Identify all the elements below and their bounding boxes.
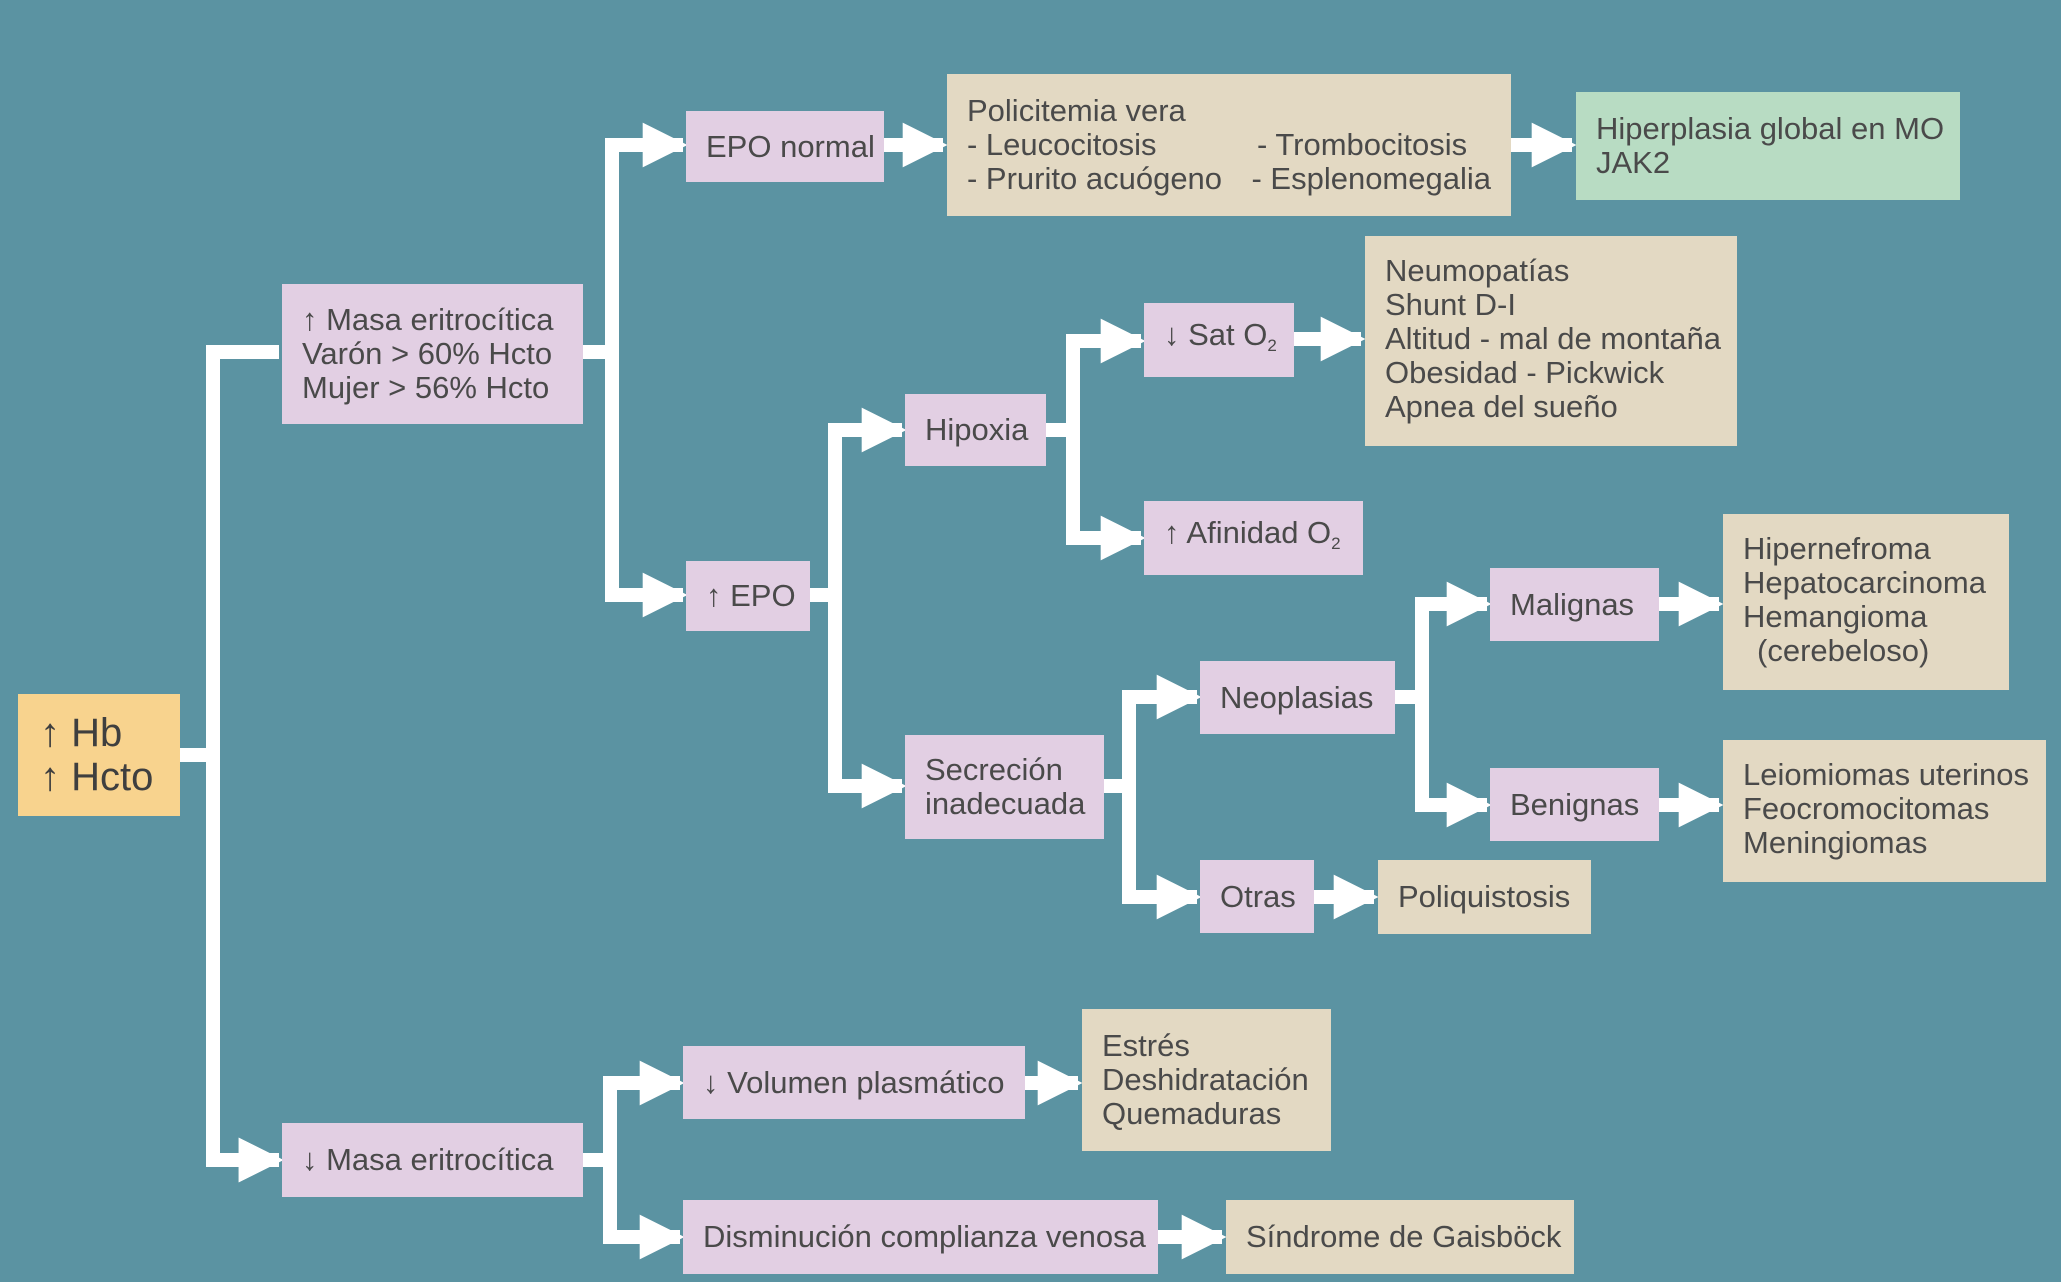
hcto-label: ↑ Hcto	[40, 755, 154, 799]
gaisbock-label: Síndrome de Gaisböck	[1246, 1219, 1562, 1254]
masa-eritrocitica-up-box: ↑ Masa eritrocítica Varón > 60% Hcto Muj…	[282, 284, 583, 424]
policitemia-vera-box: Policitemia vera - Leucocitosis - Trombo…	[947, 74, 1511, 216]
masa-down-label: ↓ Masa eritrocítica	[302, 1142, 554, 1177]
connector-epo-up	[810, 407, 907, 602]
epo-up-label: ↑ EPO	[706, 578, 796, 613]
policitemia-item: - Trombocitosis	[1257, 127, 1468, 162]
hiperplasia-box: Hiperplasia global en MO JAK2	[1576, 92, 1960, 200]
benignas-box: Benignas	[1490, 768, 1659, 841]
neumopatias-item: Apnea del sueño	[1385, 389, 1618, 424]
benignas-item: Meningiomas	[1743, 825, 1928, 860]
neoplasias-label: Neoplasias	[1220, 679, 1374, 715]
otras-label: Otras	[1220, 878, 1296, 914]
epo-normal-label: EPO normal	[706, 128, 875, 164]
masa-eritrocitica-down-box: ↓ Masa eritrocítica	[282, 1123, 583, 1197]
hb-label: ↑ Hb	[40, 711, 123, 755]
volumen-item: Deshidratación	[1102, 1062, 1309, 1097]
benignas-label: Benignas	[1510, 786, 1640, 822]
malignas-box: Malignas	[1490, 568, 1659, 641]
secrecion-inadecuada-box: Secreción inadecuada	[905, 735, 1104, 839]
policitemia-title: Policitemia vera	[967, 93, 1186, 128]
secrecion-label: Secreción	[925, 752, 1063, 787]
neumopatias-item: Altitud - mal de montaña	[1385, 321, 1722, 356]
poliquistosis-box: Poliquistosis	[1378, 860, 1591, 934]
hipoxia-box: Hipoxia	[905, 394, 1046, 466]
connector-root	[180, 345, 279, 1160]
volumen-item: Estrés	[1102, 1028, 1190, 1063]
neumopatias-item: Obesidad - Pickwick	[1385, 355, 1665, 390]
malignas-label: Malignas	[1510, 586, 1635, 622]
benignas-item: Feocromocitomas	[1743, 791, 1990, 826]
sat-o2-box: ↓ Sat O2	[1144, 303, 1294, 377]
epo-up-box: ↑ EPO	[686, 561, 810, 631]
inadecuada-label: inadecuada	[925, 786, 1086, 821]
hiperplasia-label: Hiperplasia global en MO	[1596, 111, 1945, 146]
otras-box: Otras	[1200, 860, 1314, 933]
connector-hipoxia	[1046, 318, 1146, 437]
masa-up-mujer: Mujer > 56% Hcto	[302, 370, 550, 405]
hb-hcto-box: ↑ Hb ↑ Hcto	[18, 694, 180, 816]
neoplasias-box: Neoplasias	[1200, 661, 1395, 734]
volumen-item: Quemaduras	[1102, 1096, 1282, 1131]
benignas-list-box: Leiomiomas uterinos Feocromocitomas Meni…	[1723, 740, 2046, 882]
masa-up-title: ↑ Masa eritrocítica	[302, 302, 554, 337]
poliquistosis-label: Poliquistosis	[1398, 879, 1571, 914]
volumen-label: ↓ Volumen plasmático	[703, 1064, 1005, 1100]
complianza-label: Disminución complianza venosa	[703, 1219, 1146, 1254]
policitemia-item: - Leucocitosis	[967, 127, 1157, 162]
epo-normal-box: EPO normal	[686, 111, 884, 182]
connector-masa-up	[583, 122, 688, 359]
afinidad-o2-box: ↑ Afinidad O2	[1144, 501, 1363, 575]
policitemia-item: - Esplenomegalia	[1251, 161, 1491, 196]
sat-o2-label: ↓ Sat O2	[1164, 316, 1277, 355]
afinidad-o2-label: ↑ Afinidad O2	[1164, 514, 1341, 553]
connector-neoplasias	[1395, 581, 1492, 704]
policitemia-item: - Prurito acuógeno	[967, 161, 1223, 196]
neumopatias-item: Neumopatías	[1385, 253, 1570, 288]
connector-masa-down	[583, 1060, 685, 1167]
gaisbock-box: Síndrome de Gaisböck	[1226, 1200, 1574, 1274]
malignas-item: (cerebeloso)	[1757, 633, 1930, 668]
malignas-item: Hepatocarcinoma	[1743, 565, 1986, 600]
hipoxia-label: Hipoxia	[925, 412, 1029, 447]
malignas-item: Hemangioma	[1743, 599, 1928, 634]
neumopatias-item: Shunt D-I	[1385, 287, 1516, 322]
complianza-venosa-box: Disminución complianza venosa	[683, 1200, 1158, 1274]
malignas-item: Hipernefroma	[1743, 531, 1931, 566]
volumen-plasmatico-box: ↓ Volumen plasmático	[683, 1046, 1025, 1119]
connector-secrecion	[1104, 674, 1202, 793]
malignas-list-box: Hipernefroma Hepatocarcinoma Hemangioma …	[1723, 514, 2009, 690]
jak2-label: JAK2	[1596, 145, 1671, 180]
volumen-list-box: Estrés Deshidratación Quemaduras	[1082, 1009, 1331, 1151]
masa-up-varon: Varón > 60% Hcto	[302, 336, 553, 371]
neumopatias-box: Neumopatías Shunt D-I Altitud - mal de m…	[1365, 236, 1737, 446]
benignas-item: Leiomiomas uterinos	[1743, 757, 2030, 792]
